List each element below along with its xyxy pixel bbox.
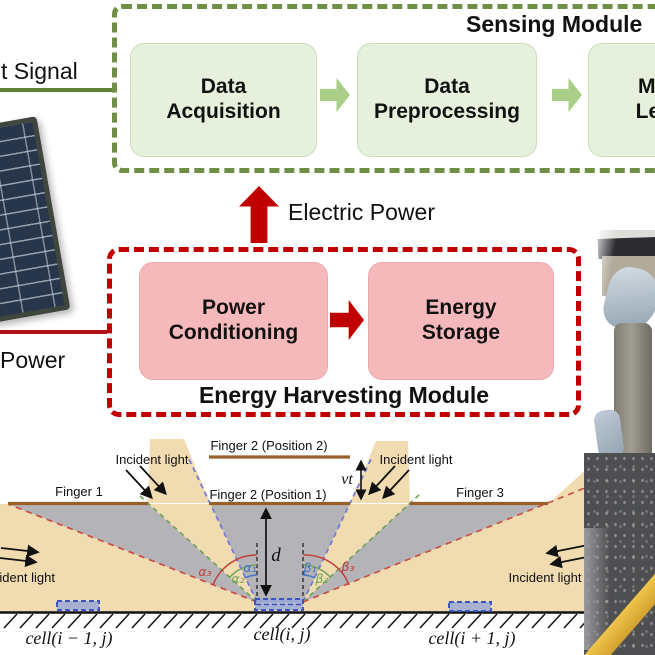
arc-beta1: [302, 574, 316, 579]
ray-beta3: [302, 476, 613, 603]
power-conditioning-box: Power Conditioning: [139, 262, 328, 380]
incident-light-label-far-left: Incident light: [0, 570, 55, 585]
energy-harvesting-module: Power Conditioning Energy Storage Energy…: [107, 247, 581, 417]
alpha1-label: α₁: [243, 560, 256, 575]
energy-storage-label: Energy Storage: [421, 296, 501, 344]
finger1-label: Finger 1: [55, 484, 103, 499]
cell-i-plus-1: [448, 601, 492, 612]
electric-power-arrow-icon: [239, 186, 279, 243]
setup-photo: [583, 228, 655, 655]
incident-arrows-top-left: [125, 465, 167, 500]
signal-line: [0, 88, 112, 92]
shadow-finger2: [210, 503, 350, 602]
arc-alpha1: [244, 574, 258, 579]
incident-arrows-top-right: [368, 465, 410, 500]
alpha2-label: α₂: [231, 571, 244, 586]
incident-arrows-far-left: [0, 544, 40, 568]
power-line: [0, 330, 107, 334]
cell-i-minus-1: [56, 600, 100, 611]
cell-right-label: cell(i + 1, j): [428, 628, 515, 649]
solar-panel-cells: [0, 121, 65, 319]
finger2-pos1-label: Finger 2 (Position 1): [209, 487, 326, 502]
electric-power-label: Electric Power: [288, 199, 435, 225]
incident-light-label-far-right: Incident light: [509, 570, 582, 585]
light-wedge-right: [350, 441, 410, 503]
signal-label: t Signal: [1, 58, 78, 84]
energy-module-title: Energy Harvesting Module: [198, 382, 490, 408]
beta1-label: β₁: [303, 560, 317, 575]
finger3-label: Finger 3: [456, 485, 504, 500]
ray-alpha3: [7, 503, 258, 603]
arc-beta3: [302, 554, 350, 586]
arc-alpha2: [229, 564, 258, 578]
machine-learning-label: Machine Learning: [635, 75, 655, 123]
sensing-module-title: Sensing Module: [466, 11, 643, 37]
d-label: d: [271, 545, 281, 566]
arc-beta2: [302, 564, 331, 578]
arc-alpha3: [212, 554, 258, 586]
incident-light-label-top-right: Incident light: [380, 452, 453, 467]
power-conditioning-label: Power Conditioning: [168, 296, 299, 344]
cell-i: [254, 598, 304, 611]
cell-left-label: cell(i − 1, j): [25, 628, 112, 649]
data-preprocessing-label: Data Preprocessing: [374, 75, 520, 123]
power-label: Power: [0, 347, 66, 373]
data-acquisition-label: Data Acquisition: [166, 75, 281, 123]
energy-storage-box: Energy Storage: [368, 262, 554, 380]
sensing-module: Sensing Module Data Acquisition Data Pre…: [112, 4, 655, 173]
vt-label: vt: [341, 471, 353, 488]
data-acquisition-box: Data Acquisition: [130, 43, 317, 157]
data-preprocessing-box: Data Preprocessing: [357, 43, 537, 157]
finger2-pos2-label: Finger 2 (Position 2): [210, 438, 327, 453]
solar-panel-image: [0, 116, 71, 324]
beta3-label: β₃: [341, 559, 355, 574]
flow-arrow-icon: [320, 78, 350, 112]
photo-top-strip: [600, 230, 655, 240]
flow-arrow-icon: [552, 78, 582, 112]
incident-light-label-top-left: Incident light: [116, 452, 189, 467]
cell-center-label: cell(i, j): [254, 624, 311, 645]
finger-shadow-diagram: α₃ α₂ α₁ β₁ β₂ β₃ Finger 1 Finger 2 (Pos…: [0, 438, 613, 649]
alpha3-label: α₃: [198, 564, 211, 579]
light-wedge-left: [148, 439, 210, 503]
beta2-label: β₂: [315, 571, 329, 586]
machine-learning-box: Machine Learning: [588, 43, 655, 157]
ground-hatching: [3, 613, 594, 629]
flow-arrow-icon: [330, 300, 364, 340]
